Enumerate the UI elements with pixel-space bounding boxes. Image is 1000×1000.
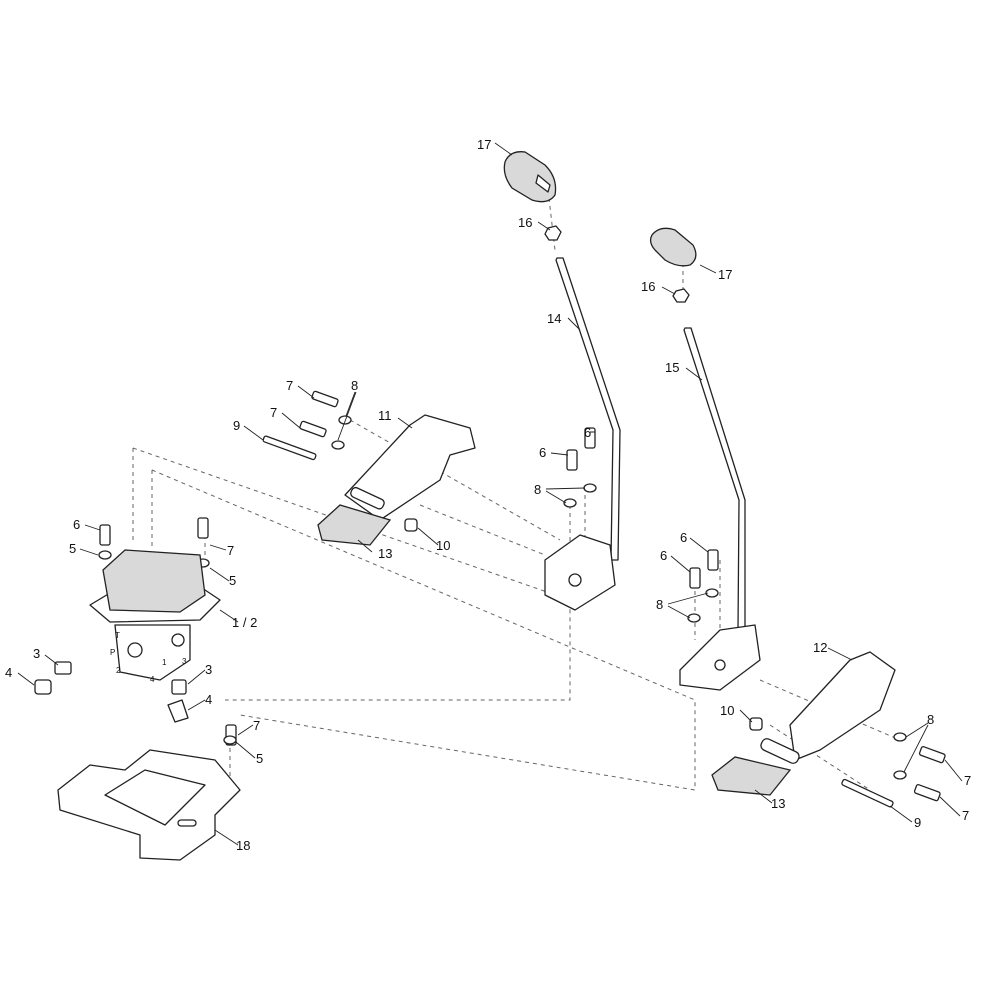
callout: 6 xyxy=(660,548,667,563)
pedal-12 xyxy=(711,651,896,796)
callout: 5 xyxy=(229,573,236,588)
callout: 7 xyxy=(270,405,277,420)
callout: 3 xyxy=(33,646,40,661)
mounting-plate-18 xyxy=(57,749,241,861)
callout: 18 xyxy=(236,838,250,853)
callout: 11 xyxy=(378,408,392,423)
port-label-t: T xyxy=(115,631,120,640)
fasteners xyxy=(98,390,946,808)
port-label-4: 4 xyxy=(150,675,155,684)
port-label-3: 3 xyxy=(182,657,187,666)
callout: 7 xyxy=(227,543,234,558)
pedal-11 xyxy=(317,414,476,546)
callout: 4 xyxy=(205,692,212,707)
callout: 1 / 2 xyxy=(232,615,257,630)
callout: 7 xyxy=(964,773,971,788)
callout: 13 xyxy=(771,796,785,811)
callout: 3 xyxy=(205,662,212,677)
knob-17-left xyxy=(503,151,557,203)
fittings xyxy=(34,661,189,723)
callout: 6 xyxy=(680,530,687,545)
callout: 6 xyxy=(584,425,591,440)
callout: 12 xyxy=(813,640,827,655)
callout: 8 xyxy=(927,712,934,727)
callout: 8 xyxy=(351,378,358,393)
callout: 5 xyxy=(69,541,76,556)
callout: 6 xyxy=(539,445,546,460)
nut-16-right xyxy=(672,288,690,303)
callout: 6 xyxy=(73,517,80,532)
port-label-p: P xyxy=(110,648,115,657)
callout: 9 xyxy=(914,815,921,830)
callout: 4 xyxy=(5,665,12,680)
callout: 17 xyxy=(718,267,732,282)
port-label-2: 2 xyxy=(116,666,121,675)
port-label-1: 1 xyxy=(162,658,167,667)
knob-17-right xyxy=(649,227,697,267)
callout: 14 xyxy=(547,311,561,326)
callout: 10 xyxy=(720,703,734,718)
callout: 9 xyxy=(233,418,240,433)
callout: 13 xyxy=(378,546,392,561)
callout: 7 xyxy=(253,718,260,733)
callout: 10 xyxy=(436,538,450,553)
callout: 16 xyxy=(641,279,655,294)
callout: 5 xyxy=(256,751,263,766)
callout: 7 xyxy=(962,808,969,823)
callout: 8 xyxy=(656,597,663,612)
assembly-guide-lines xyxy=(132,189,901,791)
callout: 8 xyxy=(534,482,541,497)
pedal-valve-1-2: T P 1 3 2 4 xyxy=(89,549,221,684)
lever-15 xyxy=(679,327,761,691)
lever-14 xyxy=(544,257,621,611)
callout: 17 xyxy=(477,137,491,152)
leader-lines xyxy=(17,142,963,846)
callout: 7 xyxy=(286,378,293,393)
callout-numbers: 17 16 14 17 16 15 7 8 11 7 9 6 6 8 13 10… xyxy=(5,137,971,853)
callout: 15 xyxy=(665,360,679,375)
callout: 16 xyxy=(518,215,532,230)
